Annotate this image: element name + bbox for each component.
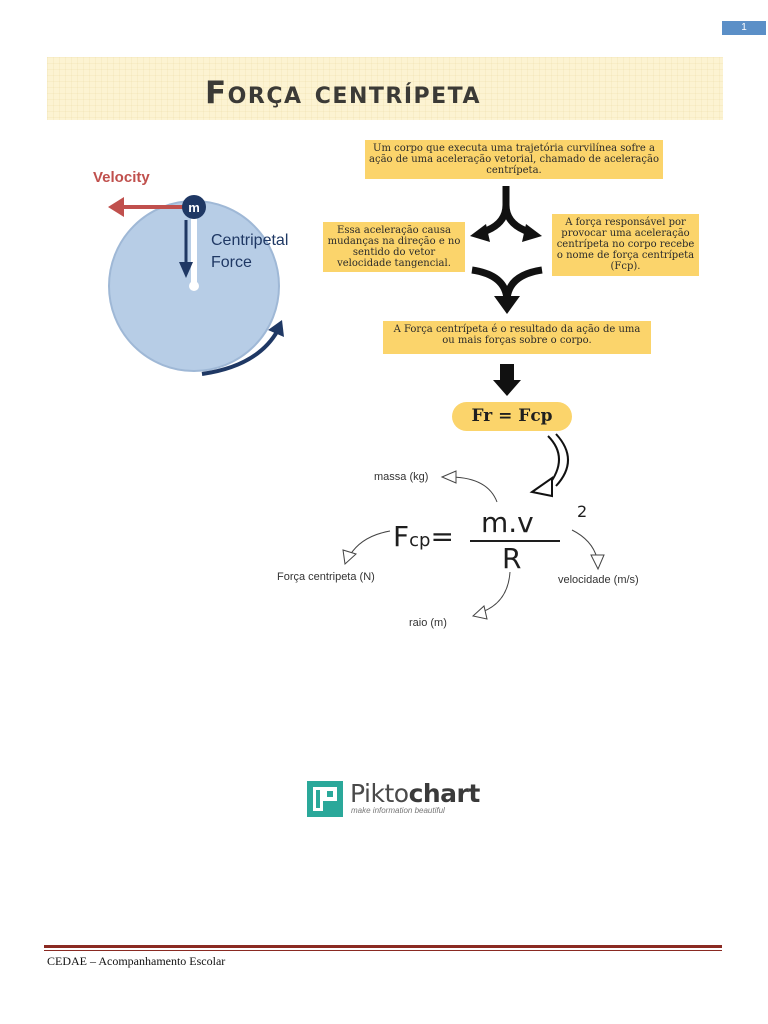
fraction-bar (470, 540, 560, 542)
page-title: Força centrípeta (205, 75, 481, 111)
logo-word-bold: chart (408, 779, 481, 808)
down-arrow-icon (500, 364, 514, 382)
formula-lhs-subscript: cp (409, 530, 431, 551)
force-unit-label: Força centripeta (N) (277, 571, 375, 583)
force-label-line1: Centripetal (211, 232, 288, 249)
piktochart-wordmark: Piktochart (350, 779, 480, 808)
radius-unit-label: raio (m) (409, 617, 447, 629)
resultant-equation: Fr = Fcp (452, 402, 572, 431)
velocity-unit-label: velocidade (m/s) (558, 574, 639, 586)
velocity-label: Velocity (93, 169, 150, 186)
piktochart-logo-icon (307, 781, 343, 817)
velocity-arrow-formula (571, 529, 598, 559)
mass-unit-label: massa (kg) (374, 471, 429, 483)
force-arrow (349, 530, 391, 556)
mass-label: m (188, 200, 200, 215)
center-point (189, 281, 199, 291)
formula-arrows (342, 529, 605, 620)
flow-arrows (440, 186, 569, 503)
footer-text: CEDAE – Acompanhamento Escolar (47, 954, 226, 968)
mass-circle (182, 195, 206, 219)
formula-denominator: R (502, 542, 522, 575)
note-resultant-force: A Força centrípeta é o resultado da ação… (383, 321, 651, 354)
force-label-line2: Force (211, 254, 252, 271)
rotation-arrow (201, 329, 280, 376)
formula-lhs-symbol: F (393, 520, 410, 553)
note-curvilinear-trajectory: Um corpo que executa uma trajetória curv… (365, 140, 663, 179)
formula-lhs: Fcp= (393, 520, 454, 553)
note-direction-change: Essa aceleração causa mudanças na direçã… (323, 222, 465, 272)
formula-exponent: 2 (577, 502, 588, 521)
circular-motion-diagram: Velocity m Centripetal Force (93, 169, 288, 376)
footer-rule (44, 945, 722, 948)
footer-rule-thin (44, 950, 722, 951)
formula-equals: = (430, 520, 454, 553)
mass-arrow (451, 476, 498, 503)
merge-arrow-icon (471, 266, 511, 301)
title-banner (47, 57, 723, 120)
velocity-arrowhead (108, 197, 124, 217)
note-centripetal-force-definition: A força responsável por provocar uma ace… (552, 214, 699, 276)
centripetal-arrowhead (179, 262, 193, 278)
formula-numerator: m.v (481, 506, 534, 539)
logo-word-light: Pikto (350, 779, 409, 808)
page-number: 1 (722, 21, 766, 35)
rotation-arrowhead (268, 320, 284, 337)
radius-arrow (481, 571, 511, 613)
piktochart-tagline: make information beautiful (351, 806, 445, 815)
